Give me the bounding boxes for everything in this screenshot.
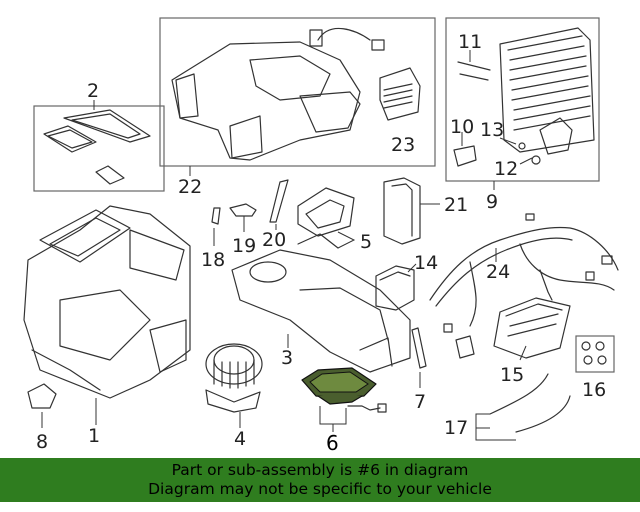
callout-5[interactable]: 5 <box>360 231 372 253</box>
part-20-pin <box>269 179 289 230</box>
part-22-housing <box>171 27 385 161</box>
callout-10[interactable]: 10 <box>450 116 474 138</box>
part-16-box <box>575 335 615 373</box>
callout-13[interactable]: 13 <box>480 119 504 141</box>
banner-line-1: Part or sub-assembly is #6 in diagram <box>171 461 469 479</box>
callout-7[interactable]: 7 <box>414 391 426 413</box>
callout-6[interactable]: 6 <box>326 431 339 455</box>
part-5-actuator <box>297 187 355 249</box>
callout-4[interactable]: 4 <box>234 428 246 450</box>
part-4-blower-motor <box>205 343 263 413</box>
part-3-blower-case <box>231 249 411 373</box>
part-2-box <box>33 105 165 192</box>
callout-14[interactable]: 14 <box>414 252 438 274</box>
part-1-hvac-housing <box>23 205 191 399</box>
part-6-highlighted <box>301 367 387 413</box>
callout-3[interactable]: 3 <box>281 347 293 369</box>
callout-22[interactable]: 22 <box>178 176 202 198</box>
callout-24[interactable]: 24 <box>486 261 510 283</box>
part-22-box <box>159 17 436 167</box>
callout-17[interactable]: 17 <box>444 417 468 439</box>
callout-8[interactable]: 8 <box>36 431 48 453</box>
part-2-filters <box>43 109 151 185</box>
callout-16[interactable]: 16 <box>582 379 606 401</box>
callout-18[interactable]: 18 <box>201 249 225 271</box>
callout-20[interactable]: 20 <box>262 229 286 251</box>
callout-23[interactable]: 23 <box>391 134 415 156</box>
callout-layer: 2 22 23 11 10 13 12 9 21 20 19 18 5 14 2… <box>36 31 606 455</box>
part-14-module <box>375 265 415 311</box>
part-21-filter <box>383 177 421 245</box>
part-17-hoses <box>489 373 571 433</box>
part-19-sensor <box>229 203 257 232</box>
part-18-sensor <box>211 207 221 246</box>
info-banner: Part or sub-assembly is #6 in diagram Di… <box>0 458 640 502</box>
callout-1[interactable]: 1 <box>88 425 100 447</box>
part-7-bracket <box>411 327 427 369</box>
banner-line-2: Diagram may not be specific to your vehi… <box>148 480 492 498</box>
callout-21[interactable]: 21 <box>444 194 468 216</box>
part-8-seal <box>27 383 57 409</box>
callout-11[interactable]: 11 <box>458 31 482 53</box>
part-15-heater-core <box>493 297 571 359</box>
parts-diagram <box>23 17 619 441</box>
part-16-orings <box>581 341 607 365</box>
part-23-resistor <box>379 67 421 121</box>
callout-2[interactable]: 2 <box>87 80 99 102</box>
part-24-wiring-harness <box>429 213 619 359</box>
callout-19[interactable]: 19 <box>232 235 256 257</box>
part-9-box <box>445 17 600 182</box>
callout-9[interactable]: 9 <box>486 191 498 213</box>
callout-12[interactable]: 12 <box>494 158 518 180</box>
callout-15[interactable]: 15 <box>500 364 524 386</box>
